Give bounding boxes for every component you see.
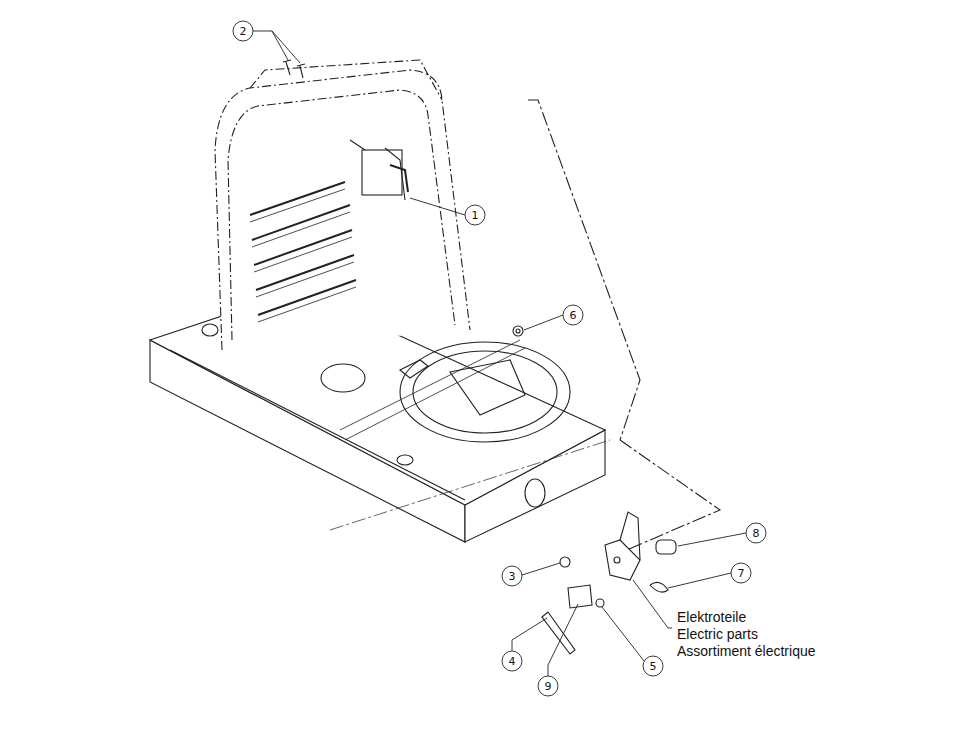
part-group-label: Elektroteile bbox=[677, 610, 746, 624]
callout-number: 3 bbox=[509, 571, 516, 582]
callout-number: 9 bbox=[545, 681, 552, 692]
part-group-label: Electric parts bbox=[677, 627, 758, 641]
callout-number: 5 bbox=[650, 661, 657, 672]
callout-number: 7 bbox=[738, 568, 745, 579]
callout-number: 2 bbox=[240, 26, 247, 37]
callout-number: 4 bbox=[509, 656, 516, 667]
callout-number: 1 bbox=[472, 210, 479, 221]
callout-number: 8 bbox=[753, 528, 760, 539]
callout-number: 6 bbox=[570, 310, 577, 321]
part-group-label: Assortiment électrique bbox=[677, 644, 816, 658]
